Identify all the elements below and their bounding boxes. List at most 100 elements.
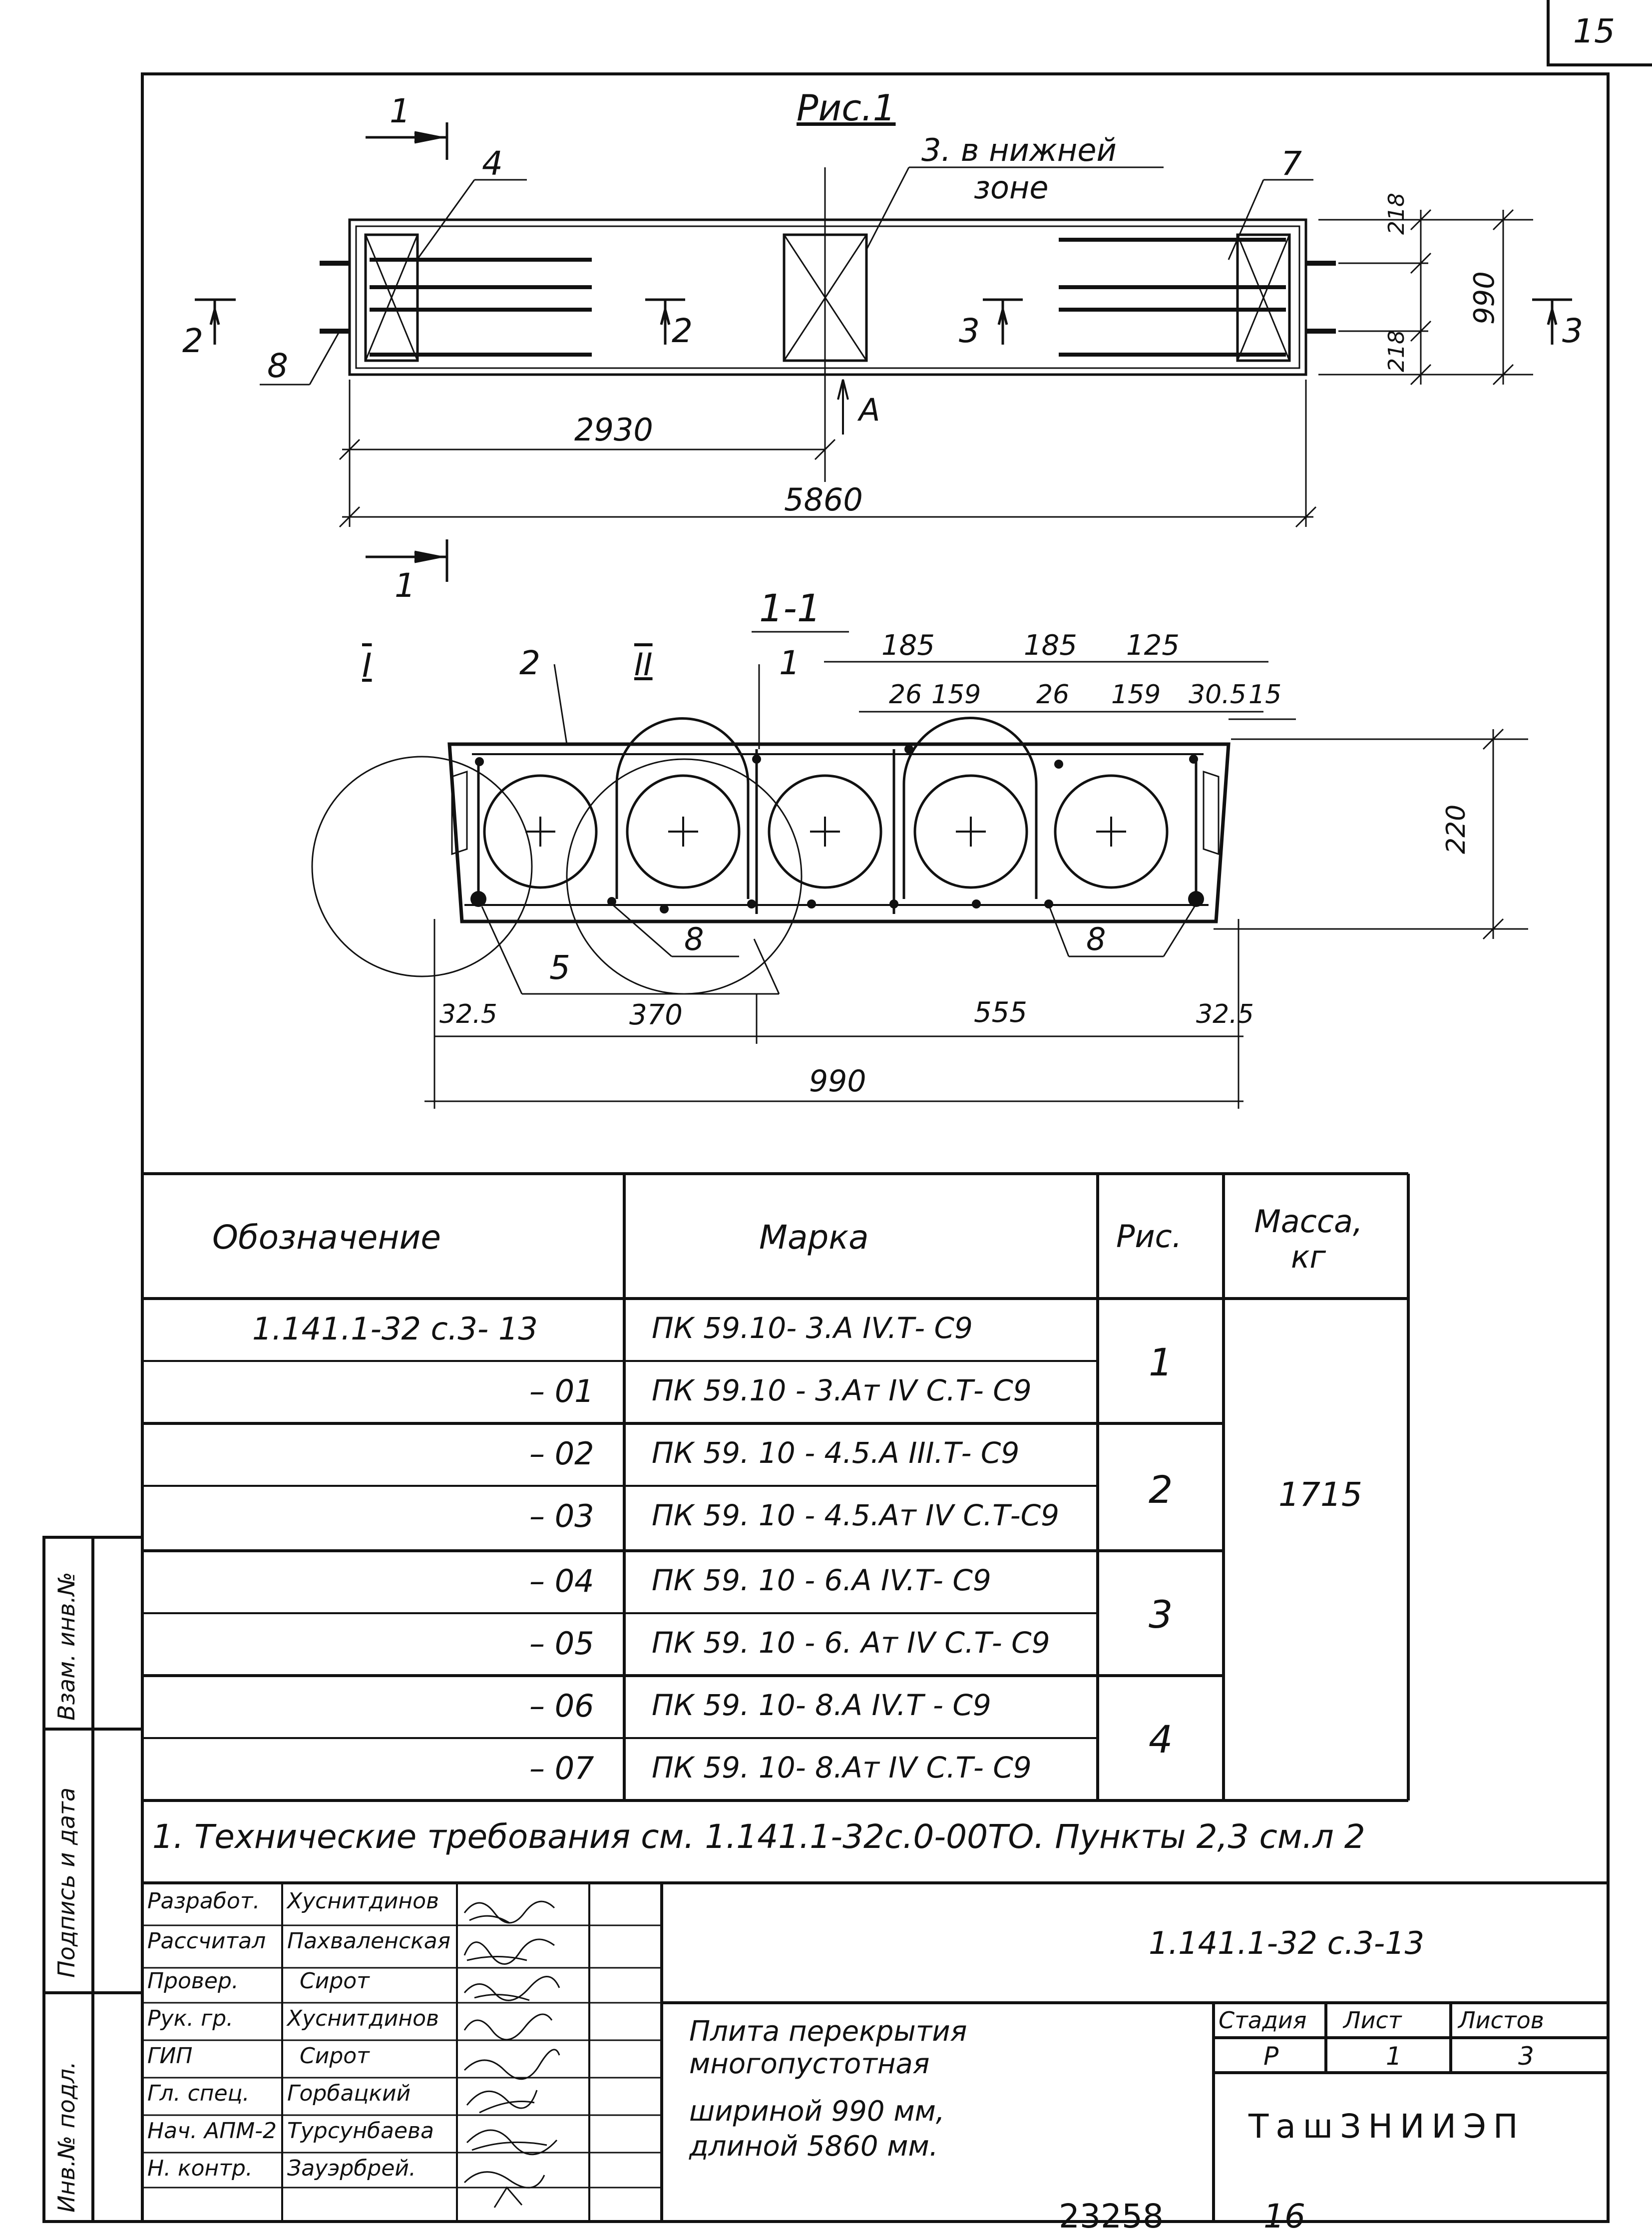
section-mark-top: 1 <box>390 92 411 130</box>
figure-number: 3 <box>1149 1592 1173 1637</box>
plan-view <box>320 167 1336 482</box>
callout-3-zone: зоне <box>974 169 1049 206</box>
role-name: Хуснитдинов <box>287 1888 439 1914</box>
row-designation: – 02 <box>529 1435 594 1472</box>
product-title-line-2: многопустотная <box>689 2048 930 2080</box>
dim-218-bottom: 218 <box>1384 330 1409 372</box>
callout-2: 2 <box>519 644 540 682</box>
view-arrow-a: А <box>859 392 880 428</box>
detail-mark-II: II <box>634 646 653 683</box>
plan-dimensions <box>339 209 1533 528</box>
row-mark: ПК 59.10- 3.А IV.Т- С9 <box>652 1311 973 1345</box>
view-mark-3-right: 3 <box>1562 312 1583 350</box>
row-designation: – 06 <box>529 1688 594 1724</box>
void-centre-marks <box>525 817 1126 847</box>
section-title: 1-1 <box>759 586 822 630</box>
row-mark: ПК 59. 10 - 6.А IV.Т- С9 <box>652 1563 991 1597</box>
sheets-label: Листов <box>1458 2007 1544 2034</box>
sheets-value: 3 <box>1518 2042 1534 2071</box>
stamp-sign-date: Подпись и дата <box>53 1787 80 1978</box>
detail-mark-I: I <box>362 646 372 685</box>
row-mark: ПК 59. 10 - 4.5.Ат IV С.Т-С9 <box>652 1498 1059 1532</box>
section-1-1 <box>447 717 1231 923</box>
signatures <box>463 1900 560 2208</box>
role-name: Сирот <box>300 2043 370 2069</box>
view-mark-2-left: 2 <box>182 322 203 360</box>
dim-555: 555 <box>974 996 1027 1029</box>
dim-32-5-right: 32.5 <box>1196 999 1254 1029</box>
product-title-line-4: длиной 5860 мм. <box>689 2130 938 2163</box>
callout-8-plan: 8 <box>267 347 288 385</box>
row-designation: 1.141.1-32 с.3- 13 <box>252 1311 538 1347</box>
dim-370: 370 <box>629 999 683 1031</box>
role-name: Хуснитдинов <box>287 2006 439 2031</box>
role-label: Рассчитал <box>147 1928 266 1954</box>
dim-125: 125 <box>1126 629 1180 662</box>
dim-30-5: 30.5 <box>1189 680 1246 710</box>
spec-table-grid <box>142 1172 1410 1802</box>
row-mark: ПК 59. 10 - 6. Ат IV С.Т- С9 <box>652 1626 1050 1660</box>
figure-number: 2 <box>1149 1467 1173 1512</box>
header-mark: Марка <box>759 1218 869 1257</box>
figure-number: 1 <box>1149 1340 1173 1384</box>
main-frame <box>141 72 1610 2223</box>
page-number: 15 <box>1573 12 1615 50</box>
role-label: Н. контр. <box>147 2156 253 2181</box>
role-label: Гл. спец. <box>147 2081 250 2106</box>
mass-value: 1715 <box>1278 1475 1362 1514</box>
header-figure: Рис. <box>1116 1218 1182 1255</box>
dim-185-b: 185 <box>1024 629 1077 662</box>
page-number-box <box>1547 0 1652 66</box>
callout-3-lower-zone: 3. в нижней <box>921 132 1117 168</box>
callout-8-left: 8 <box>684 921 704 957</box>
role-label: ГИП <box>147 2043 193 2069</box>
row-designation: – 07 <box>529 1750 594 1787</box>
header-mass: Масса, кг <box>1254 1203 1363 1276</box>
view-mark-2-right: 2 <box>672 312 693 350</box>
dim-32-5-left: 32.5 <box>439 999 497 1029</box>
dim-26-b: 26 <box>1036 680 1070 710</box>
role-name: Сирот <box>300 1968 370 1994</box>
callout-7: 7 <box>1281 144 1302 183</box>
role-name: Зауэрбрей. <box>287 2156 416 2181</box>
document-code: 1.141.1-32 с.3-13 <box>1149 1925 1425 1961</box>
dim-159-b: 159 <box>1111 680 1161 710</box>
leaders <box>260 166 1313 995</box>
sheet-label: Лист <box>1343 2007 1402 2034</box>
section-mark-bottom: 1 <box>395 566 415 605</box>
dim-half-length: 2930 <box>574 412 653 448</box>
callout-4: 4 <box>482 144 503 183</box>
role-label: Рук. гр. <box>147 2006 234 2031</box>
dim-total-length: 5860 <box>784 481 863 518</box>
role-label: Провер. <box>147 1968 239 1994</box>
product-title-line-1: Плита перекрытия <box>689 2015 967 2048</box>
figure-title: Рис.1 <box>797 87 896 129</box>
dim-185-a: 185 <box>881 629 935 662</box>
row-designation: – 04 <box>529 1563 594 1599</box>
row-mark: ПК 59. 10 - 4.5.А III.Т- С9 <box>652 1436 1020 1470</box>
callout-5: 5 <box>549 948 570 987</box>
section-cut-marks <box>195 122 1572 582</box>
row-mark: ПК 59.10 - 3.Ат IV С.Т- С9 <box>652 1373 1032 1407</box>
stage-value: Р <box>1263 2042 1279 2071</box>
row-designation: – 01 <box>529 1373 594 1409</box>
callout-8-right: 8 <box>1086 921 1106 957</box>
bottom-page-number: 16 <box>1263 2197 1305 2236</box>
callout-1: 1 <box>779 644 800 682</box>
dim-plan-width: 990 <box>1468 271 1501 325</box>
role-name: Горбацкий <box>287 2081 411 2106</box>
stamp-inv-original: Инв.№ подл. <box>53 2061 80 2213</box>
dim-height-220: 220 <box>1441 804 1471 854</box>
row-mark: ПК 59. 10- 8.А IV.Т - С9 <box>652 1688 991 1722</box>
dim-218-top: 218 <box>1384 193 1409 235</box>
role-name: Пахваленская <box>287 1928 451 1954</box>
technical-requirements-note: 1. Технические требования см. 1.141.1-32… <box>152 1817 1365 1856</box>
view-mark-3-left: 3 <box>959 312 980 350</box>
archive-number: 23258 <box>1059 2197 1164 2236</box>
organization-name: ТашЗНИИЭП <box>1248 2107 1525 2146</box>
role-name: Турсунбаева <box>287 2118 434 2144</box>
dim-26-a: 26 <box>889 680 922 710</box>
product-title-line-3: шириной 990 мм, <box>689 2095 945 2128</box>
section-dimensions <box>424 661 1528 1109</box>
